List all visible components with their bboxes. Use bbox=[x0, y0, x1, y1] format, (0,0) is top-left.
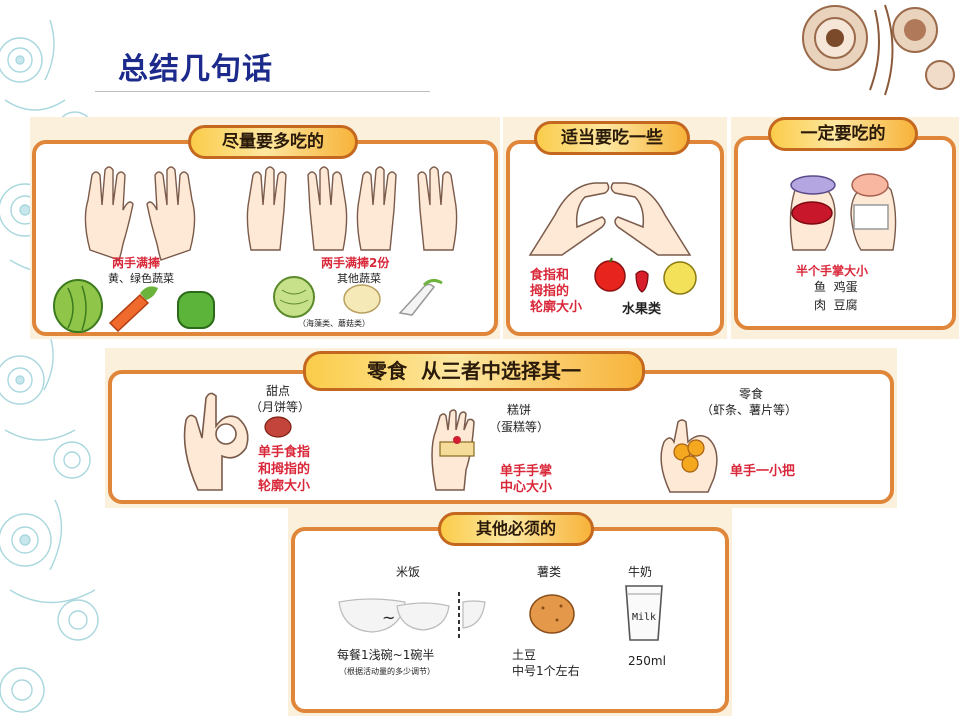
snack-item1-size3: 轮廓大小 bbox=[258, 479, 311, 494]
milk-carton-text: Milk bbox=[632, 612, 657, 623]
eat-some-line2: 拇指的 bbox=[530, 284, 570, 299]
potato-amount1: 土豆 bbox=[512, 648, 537, 662]
milk-label: 牛奶 bbox=[628, 565, 653, 579]
snack-item3-name: 零食 bbox=[739, 387, 764, 401]
group2-note: （海藻类、蘑菇类） bbox=[298, 319, 370, 328]
snack-item1-sub: （月饼等） bbox=[250, 400, 311, 414]
snack-item1-name: 甜点 bbox=[266, 384, 291, 398]
snack-item2-size2: 中心大小 bbox=[500, 480, 553, 495]
group1-amount: 两手满捧 bbox=[112, 256, 161, 270]
must-eat-heading: 一定要吃的 bbox=[768, 117, 918, 151]
snack-item3-sub: （虾条、薯片等） bbox=[701, 403, 798, 417]
potato-icon bbox=[529, 594, 575, 634]
handful-chips-icon bbox=[660, 419, 718, 493]
must-eat-foods-row2: 肉 豆腐 bbox=[814, 298, 858, 312]
finger-circle-hands-icon bbox=[528, 182, 692, 256]
eat-more-heading: 尽量要多吃的 bbox=[188, 125, 358, 159]
four-hands-icon bbox=[246, 166, 458, 251]
side-floral-pattern bbox=[0, 0, 110, 720]
must-eat-amount: 半个手掌大小 bbox=[796, 264, 869, 278]
potato-amount2: 中号1个左右 bbox=[512, 664, 580, 678]
snack-item1-size1: 单手食指 bbox=[258, 445, 311, 460]
ok-hand-icon bbox=[183, 392, 249, 491]
rice-label: 米饭 bbox=[396, 565, 421, 579]
snack-item2-size1: 单手手掌 bbox=[500, 464, 553, 479]
palm-protein-icon bbox=[789, 173, 897, 251]
milk-amount: 250ml bbox=[628, 654, 666, 668]
potato-label: 薯类 bbox=[537, 565, 562, 579]
rice-bowls-icon bbox=[338, 592, 486, 638]
two-hands-icon bbox=[84, 166, 196, 261]
corner-flower-decoration bbox=[790, 0, 960, 100]
palm-cake-icon bbox=[431, 409, 475, 491]
snack-item2-sub: （蛋糕等） bbox=[489, 420, 550, 434]
eat-some-heading: 适当要吃一些 bbox=[534, 121, 690, 155]
mooncake-icon bbox=[264, 416, 292, 438]
group2-amount: 两手满捧2份 bbox=[321, 256, 390, 270]
other-vegetables-icon bbox=[273, 276, 443, 318]
group1-desc: 黄、绿色蔬菜 bbox=[108, 272, 174, 285]
eat-some-food: 水果类 bbox=[622, 302, 662, 317]
eat-some-line3: 轮廓大小 bbox=[530, 300, 583, 315]
eat-some-line1: 食指和 bbox=[530, 268, 570, 283]
milk-glass-icon bbox=[625, 585, 663, 641]
slide-title: 总结几句话 bbox=[118, 52, 273, 87]
rice-amount: 每餐1浅碗~1碗半 bbox=[337, 648, 435, 662]
must-eat-frame bbox=[734, 136, 956, 330]
group2-desc: 其他蔬菜 bbox=[337, 272, 381, 285]
title-divider bbox=[95, 91, 430, 92]
floral-pattern-graphic bbox=[0, 19, 101, 713]
snack-item2-name: 糕饼 bbox=[507, 403, 532, 417]
must-eat-foods-row1: 鱼 鸡蛋 bbox=[814, 280, 858, 294]
other-heading: 其他必须的 bbox=[438, 512, 594, 546]
snack-heading: 零食 从三者中选择其一 bbox=[303, 351, 645, 391]
green-vegetables-icon bbox=[53, 279, 215, 333]
fruits-icon bbox=[594, 257, 697, 295]
rice-note: （根据活动量的多少调节） bbox=[339, 667, 435, 676]
snack-item3-size1: 单手一小把 bbox=[730, 464, 796, 479]
flower-icon bbox=[802, 4, 955, 96]
snack-item1-size2: 和拇指的 bbox=[258, 462, 311, 477]
rice-tilde: ~ bbox=[382, 608, 396, 627]
